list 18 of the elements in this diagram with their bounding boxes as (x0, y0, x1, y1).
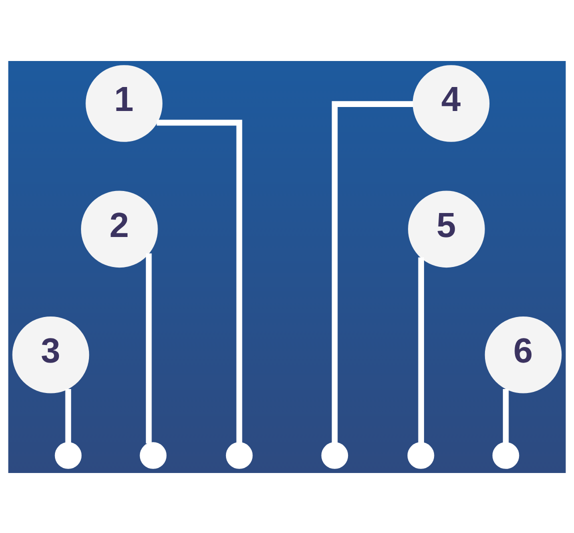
node-circle: 4 (412, 64, 490, 142)
node-circle (226, 442, 253, 468)
connector (332, 100, 413, 442)
node-circle: 1 (86, 64, 162, 142)
node-circle (492, 442, 520, 468)
connector (418, 256, 424, 442)
connector (65, 388, 72, 442)
node-circle (140, 442, 167, 468)
connector (156, 119, 242, 442)
node-circle: 3 (12, 316, 90, 393)
connector (146, 252, 152, 443)
node-circle: 5 (408, 190, 485, 268)
node-circle: 2 (81, 190, 158, 268)
node-circle: 6 (484, 316, 562, 393)
node-circle (407, 442, 434, 468)
node-circle (321, 442, 348, 468)
connector (502, 388, 509, 442)
node-circle (54, 442, 82, 468)
